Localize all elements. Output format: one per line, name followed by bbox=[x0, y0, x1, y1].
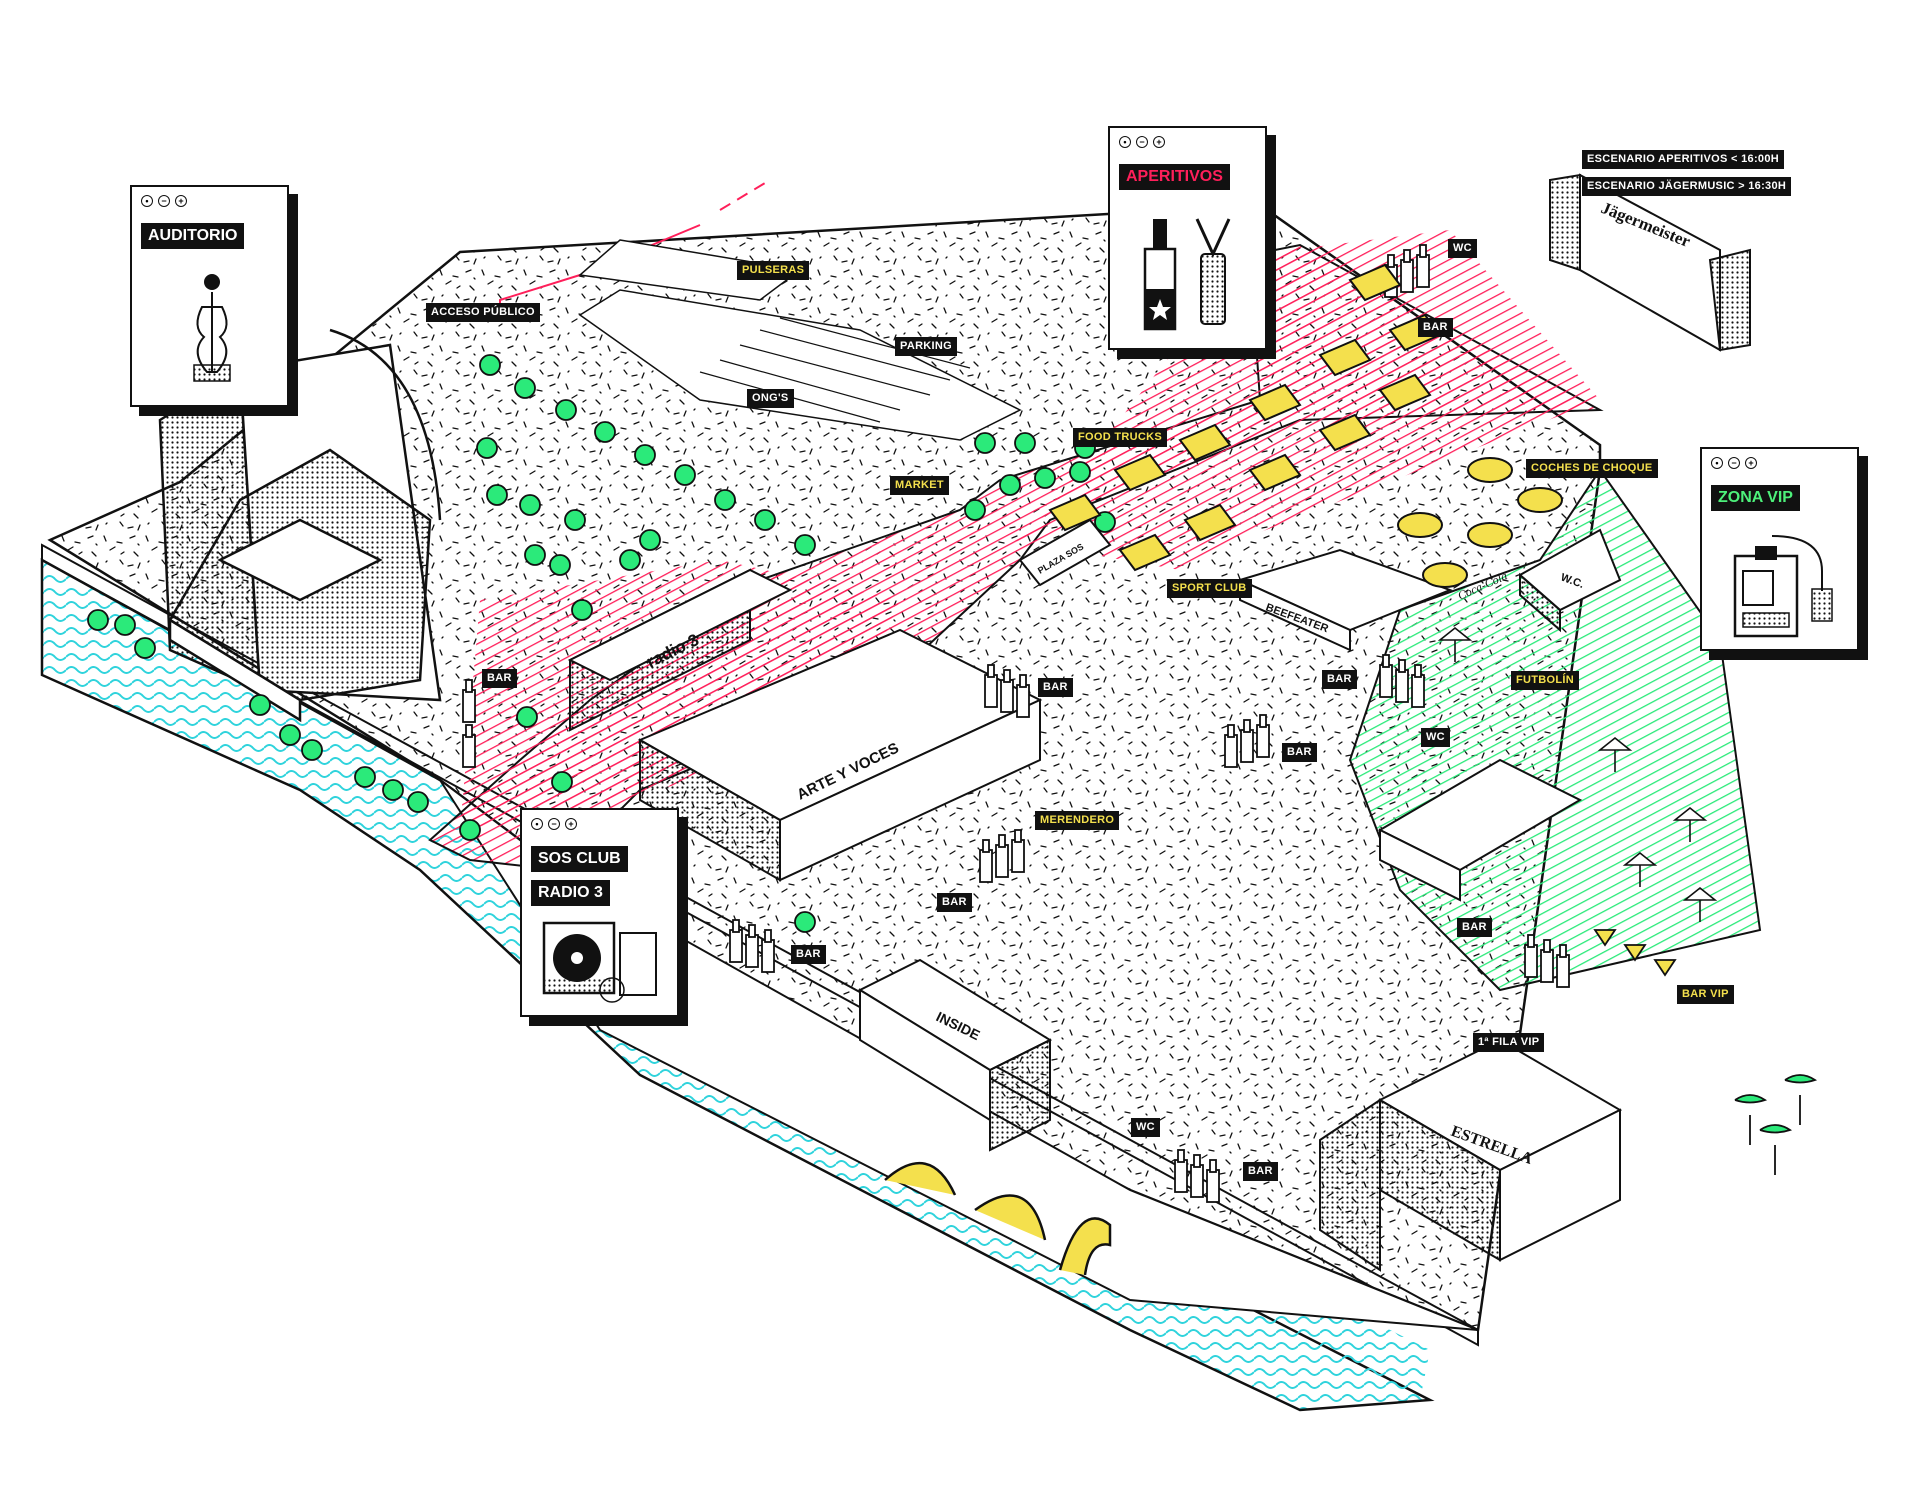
umbrellas bbox=[1437, 626, 1718, 922]
palm-trees bbox=[1734, 1074, 1818, 1175]
dot-icon[interactable]: • bbox=[1711, 457, 1723, 469]
label-bar-vip-left[interactable]: BAR bbox=[1457, 918, 1492, 937]
label-futbolin[interactable]: FUTBOLÍN bbox=[1511, 671, 1580, 690]
window-controls: •−+ bbox=[531, 818, 577, 830]
auditorio-card[interactable]: •−+ AUDITORIO bbox=[130, 185, 289, 407]
plus-icon[interactable]: + bbox=[175, 195, 187, 207]
label-food-trucks[interactable]: FOOD TRUCKS bbox=[1073, 428, 1167, 447]
sos-club-title: SOS CLUB bbox=[531, 846, 628, 872]
radio3-subtitle: RADIO 3 bbox=[531, 880, 610, 906]
label-market[interactable]: MARKET bbox=[890, 476, 949, 495]
label-ongs[interactable]: ONG'S bbox=[747, 389, 794, 408]
bottle-opener-icon bbox=[1143, 218, 1231, 331]
food-trucks bbox=[1048, 263, 1442, 572]
label-bar-center[interactable]: BAR bbox=[1322, 670, 1357, 689]
zona-vip-title: ZONA VIP bbox=[1711, 485, 1800, 511]
auditorio-building bbox=[158, 328, 442, 723]
plus-icon[interactable]: + bbox=[565, 818, 577, 830]
dot-icon[interactable]: • bbox=[141, 195, 153, 207]
turntable-icon bbox=[542, 921, 657, 1003]
parking-area bbox=[578, 239, 1022, 441]
label-pulseras[interactable]: PULSERAS bbox=[737, 261, 810, 280]
plus-icon[interactable]: + bbox=[1153, 136, 1165, 148]
label-wc-top[interactable]: WC bbox=[1448, 239, 1477, 258]
aperitivos-card[interactable]: •−+ APERITIVOS bbox=[1108, 126, 1267, 350]
label-wc-bottom[interactable]: WC bbox=[1131, 1118, 1160, 1137]
plus-icon[interactable]: + bbox=[1745, 457, 1757, 469]
label-bar-arte[interactable]: BAR bbox=[1038, 678, 1073, 697]
label-parking[interactable]: PARKING bbox=[895, 337, 958, 356]
label-escenario-aperitivos[interactable]: ESCENARIO APERITIVOS < 16:00H bbox=[1582, 150, 1784, 169]
bar-bottles bbox=[462, 244, 1570, 1203]
wc-building: W.C. bbox=[1518, 528, 1622, 633]
promenade-north bbox=[1010, 230, 1600, 570]
label-bar-merendero[interactable]: BAR bbox=[937, 893, 972, 912]
label-primera-fila-vip[interactable]: 1ª FILA VIP bbox=[1473, 1033, 1545, 1052]
label-bar-left[interactable]: BAR bbox=[482, 669, 517, 688]
arte-voces-building: ARTE Y VOCES bbox=[637, 628, 1043, 882]
label-bar-vip[interactable]: BAR VIP bbox=[1677, 985, 1734, 1004]
sos-club-card[interactable]: •−+ SOS CLUB RADIO 3 bbox=[520, 808, 679, 1017]
label-merendero[interactable]: MERENDERO bbox=[1035, 811, 1120, 830]
minus-icon[interactable]: − bbox=[1728, 457, 1740, 469]
label-acceso-publico[interactable]: ACCESO PÚBLICO bbox=[426, 303, 540, 322]
window-controls: •−+ bbox=[1711, 457, 1757, 469]
label-bar-mid[interactable]: BAR bbox=[1282, 743, 1317, 762]
vip-pass-icon bbox=[1733, 535, 1833, 638]
label-sport-club[interactable]: SPORT CLUB bbox=[1167, 579, 1252, 598]
cocktail-glasses bbox=[1593, 929, 1677, 977]
promenade-west bbox=[460, 560, 900, 830]
minus-icon[interactable]: − bbox=[1136, 136, 1148, 148]
violin-icon bbox=[193, 274, 231, 382]
zona-vip-card[interactable]: •−+ ZONA VIP bbox=[1700, 447, 1859, 651]
radio3-building: radio 3 bbox=[567, 568, 793, 732]
label-escenario-jager[interactable]: ESCENARIO JÄGERMUSIC > 16:30H bbox=[1582, 177, 1792, 196]
plaza-sos: PLAZA SOS bbox=[1018, 518, 1112, 587]
label-bar-top[interactable]: BAR bbox=[1418, 318, 1453, 337]
jager-stage: Jägermeister bbox=[1549, 173, 1751, 352]
trees bbox=[87, 354, 1116, 933]
minus-icon[interactable]: − bbox=[158, 195, 170, 207]
bleachers bbox=[1377, 758, 1583, 902]
dot-icon[interactable]: • bbox=[531, 818, 543, 830]
minus-icon[interactable]: − bbox=[548, 818, 560, 830]
label-bar-sos[interactable]: BAR bbox=[791, 945, 826, 964]
estrella-stage: ESTRELLA bbox=[1319, 1038, 1623, 1272]
label-wc-mid[interactable]: WC bbox=[1421, 728, 1450, 747]
auditorio-title: AUDITORIO bbox=[141, 223, 245, 249]
inside-stage: INSIDE bbox=[857, 958, 1053, 1152]
bumper-cars bbox=[1397, 457, 1563, 588]
sea-monster bbox=[884, 1162, 1112, 1276]
label-coches-de-choque[interactable]: COCHES DE CHOQUE bbox=[1526, 459, 1658, 478]
aperitivos-title: APERITIVOS bbox=[1119, 164, 1230, 190]
window-controls: •−+ bbox=[1119, 136, 1165, 148]
label-bar-bottom[interactable]: BAR bbox=[1243, 1162, 1278, 1181]
window-controls: •−+ bbox=[141, 195, 187, 207]
dot-icon[interactable]: • bbox=[1119, 136, 1131, 148]
